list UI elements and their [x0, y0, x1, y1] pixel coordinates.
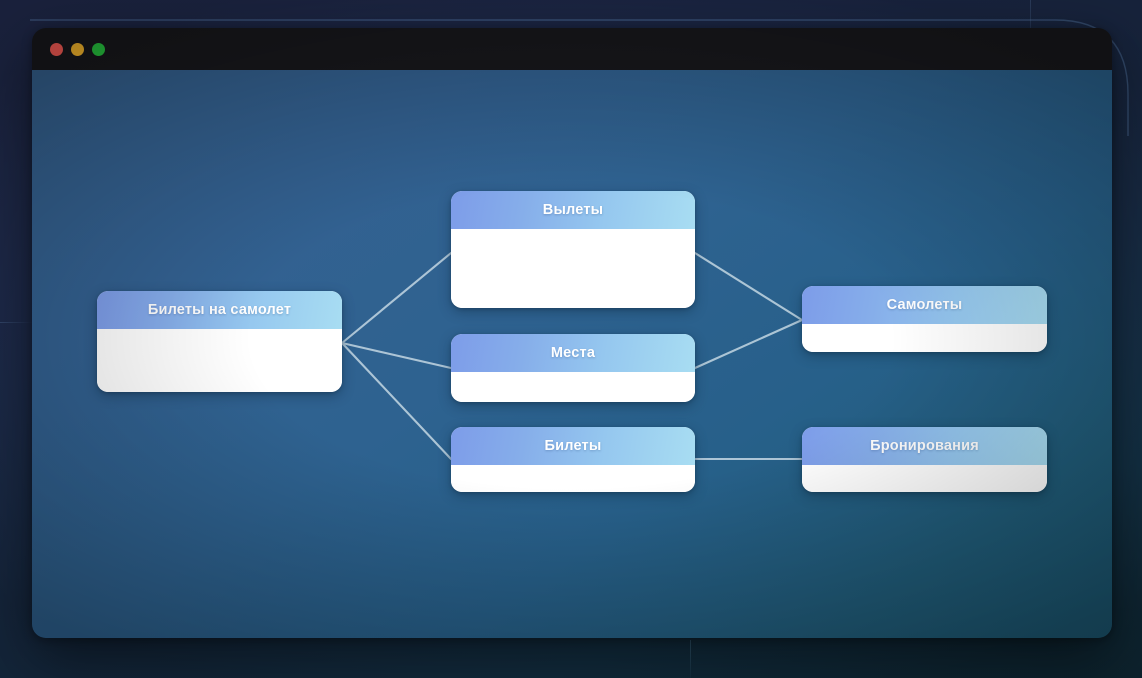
close-button[interactable]: [50, 42, 63, 56]
edge-flight-tickets-tickets: [340, 341, 453, 461]
node-body-seats[interactable]: [451, 372, 695, 402]
edge-layer: [340, 251, 804, 461]
node-flight-tickets[interactable]: Билеты на самолет: [97, 291, 342, 392]
edge-departures-aircraft: [693, 251, 804, 322]
edge-flight-tickets-departures: [340, 251, 453, 345]
node-aircraft[interactable]: Самолеты: [802, 286, 1047, 352]
maximize-button[interactable]: [92, 42, 105, 56]
node-bookings[interactable]: Бронирования: [802, 427, 1047, 492]
traffic-light-group: [50, 42, 105, 56]
diagram-canvas[interactable]: Билеты на самолет Вылеты Места Билеты Са…: [32, 70, 1112, 638]
minimize-button[interactable]: [71, 42, 84, 56]
edge-seats-aircraft: [693, 318, 804, 370]
node-header-seats: Места: [451, 334, 695, 372]
node-header-flight-tickets: Билеты на самолет: [97, 291, 342, 329]
edge-flight-tickets-seats: [340, 341, 453, 370]
window-titlebar: [32, 28, 1112, 70]
node-body-departures[interactable]: [451, 229, 695, 308]
node-header-aircraft: Самолеты: [802, 286, 1047, 324]
node-body-tickets[interactable]: [451, 465, 695, 492]
node-header-departures: Вылеты: [451, 191, 695, 229]
node-header-tickets: Билеты: [451, 427, 695, 465]
node-header-bookings: Бронирования: [802, 427, 1047, 465]
node-tickets[interactable]: Билеты: [451, 427, 695, 492]
node-body-flight-tickets[interactable]: [97, 329, 342, 392]
background-horizontal-line-left: [0, 322, 34, 323]
background-vertical-line-bottom: [690, 640, 691, 678]
app-window: Билеты на самолет Вылеты Места Билеты Са…: [32, 28, 1112, 638]
node-body-aircraft[interactable]: [802, 324, 1047, 352]
node-body-bookings[interactable]: [802, 465, 1047, 492]
node-departures[interactable]: Вылеты: [451, 191, 695, 308]
node-seats[interactable]: Места: [451, 334, 695, 402]
